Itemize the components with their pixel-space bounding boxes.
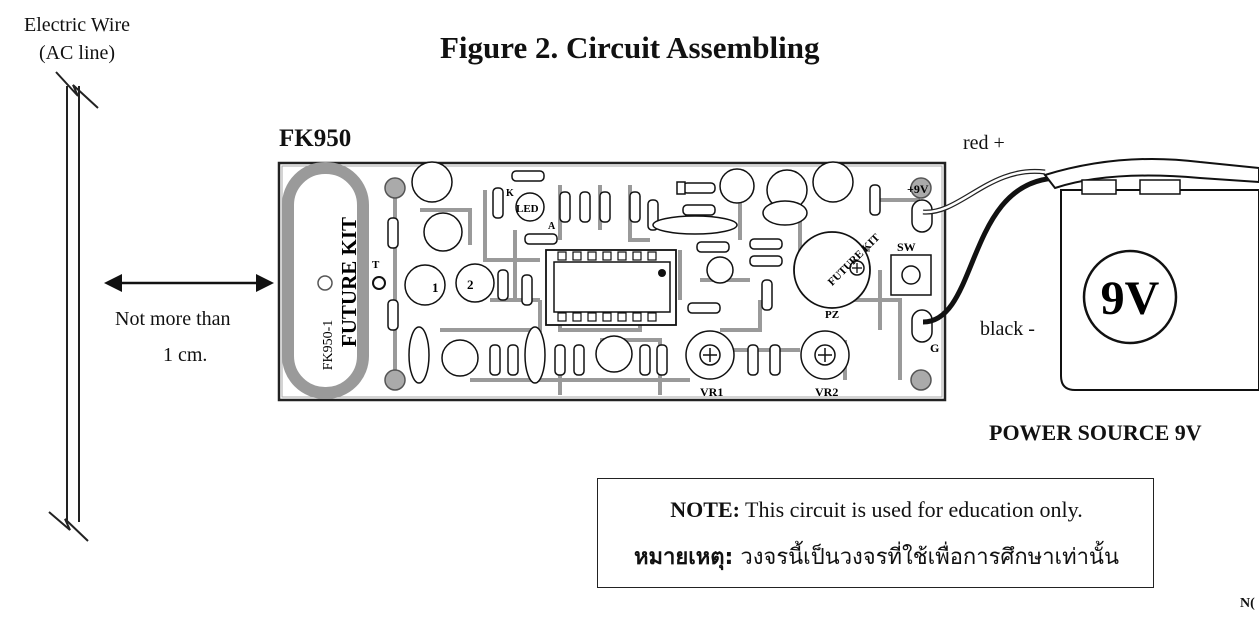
vr2 bbox=[800, 330, 850, 380]
black-lead bbox=[922, 175, 1061, 325]
led-label: LED bbox=[516, 203, 539, 215]
battery-9v bbox=[1043, 157, 1259, 391]
distance-arrow bbox=[104, 274, 274, 292]
antenna-loop bbox=[282, 162, 369, 399]
pcb-board: FUTURE KIT FK950-1 1 2 T LED K A bbox=[277, 161, 947, 402]
coil2-label: 2 bbox=[467, 277, 474, 292]
ic-chip bbox=[545, 249, 677, 326]
power-pads bbox=[911, 199, 933, 343]
power-source-caption: POWER SOURCE 9V bbox=[989, 420, 1202, 445]
piezo-buzzer bbox=[793, 231, 871, 309]
sw-label: SW bbox=[897, 240, 916, 254]
distance-label-line2: 1 cm. bbox=[163, 344, 208, 366]
plus9v-label: +9V bbox=[907, 182, 929, 196]
resistors-horizontal bbox=[511, 170, 783, 314]
note-thai: หมายเหตุ: วงจรนี้เป็นวงจรที่ใช้เพื่อการศ… bbox=[598, 539, 1155, 574]
battery-voltage: 9V bbox=[1101, 272, 1160, 325]
note-english: NOTE: This circuit is used for education… bbox=[598, 497, 1155, 523]
ac-wire bbox=[48, 71, 99, 542]
corner-fragment: N( bbox=[1240, 596, 1255, 611]
vr2-label: VR2 bbox=[815, 385, 838, 399]
k-label: K bbox=[506, 188, 514, 199]
black-lead-label: black - bbox=[980, 318, 1035, 340]
t-label: T bbox=[372, 259, 380, 271]
note-en-bold: NOTE: bbox=[670, 497, 740, 522]
capacitors bbox=[411, 161, 854, 377]
note-th-text: วงจรนี้เป็นวงจรที่ใช้เพื่อการศึกษาเท่านั… bbox=[733, 545, 1119, 570]
figure-title: Figure 2. Circuit Assembling bbox=[440, 30, 820, 65]
note-th-bold: หมายเหตุ: bbox=[633, 545, 734, 570]
g-label: G bbox=[930, 341, 939, 355]
vr1-label: VR1 bbox=[700, 385, 723, 399]
coils bbox=[404, 263, 495, 306]
pcb-code: FK950-1 bbox=[321, 320, 336, 371]
resistors bbox=[387, 184, 881, 376]
led bbox=[515, 192, 545, 222]
pcb-brand: FUTURE KIT bbox=[337, 217, 361, 347]
transistor bbox=[706, 256, 734, 284]
note-box: NOTE: This circuit is used for education… bbox=[597, 478, 1154, 588]
red-lead-label: red + bbox=[963, 132, 1005, 154]
wire-label-line2: (AC line) bbox=[38, 42, 116, 64]
a-label: A bbox=[548, 221, 556, 232]
mounting-holes bbox=[317, 177, 932, 391]
board-name: FK950 bbox=[279, 125, 352, 152]
test-point bbox=[372, 276, 386, 290]
note-en-text: This circuit is used for education only. bbox=[739, 497, 1083, 522]
ceramic-caps bbox=[408, 200, 808, 384]
pz-label: PZ bbox=[825, 309, 839, 321]
coil1-label: 1 bbox=[432, 280, 439, 295]
vr1 bbox=[685, 330, 735, 380]
switch bbox=[890, 254, 932, 296]
distance-label-line1: Not more than bbox=[115, 308, 231, 330]
wire-label-line1: Electric Wire bbox=[24, 14, 130, 36]
